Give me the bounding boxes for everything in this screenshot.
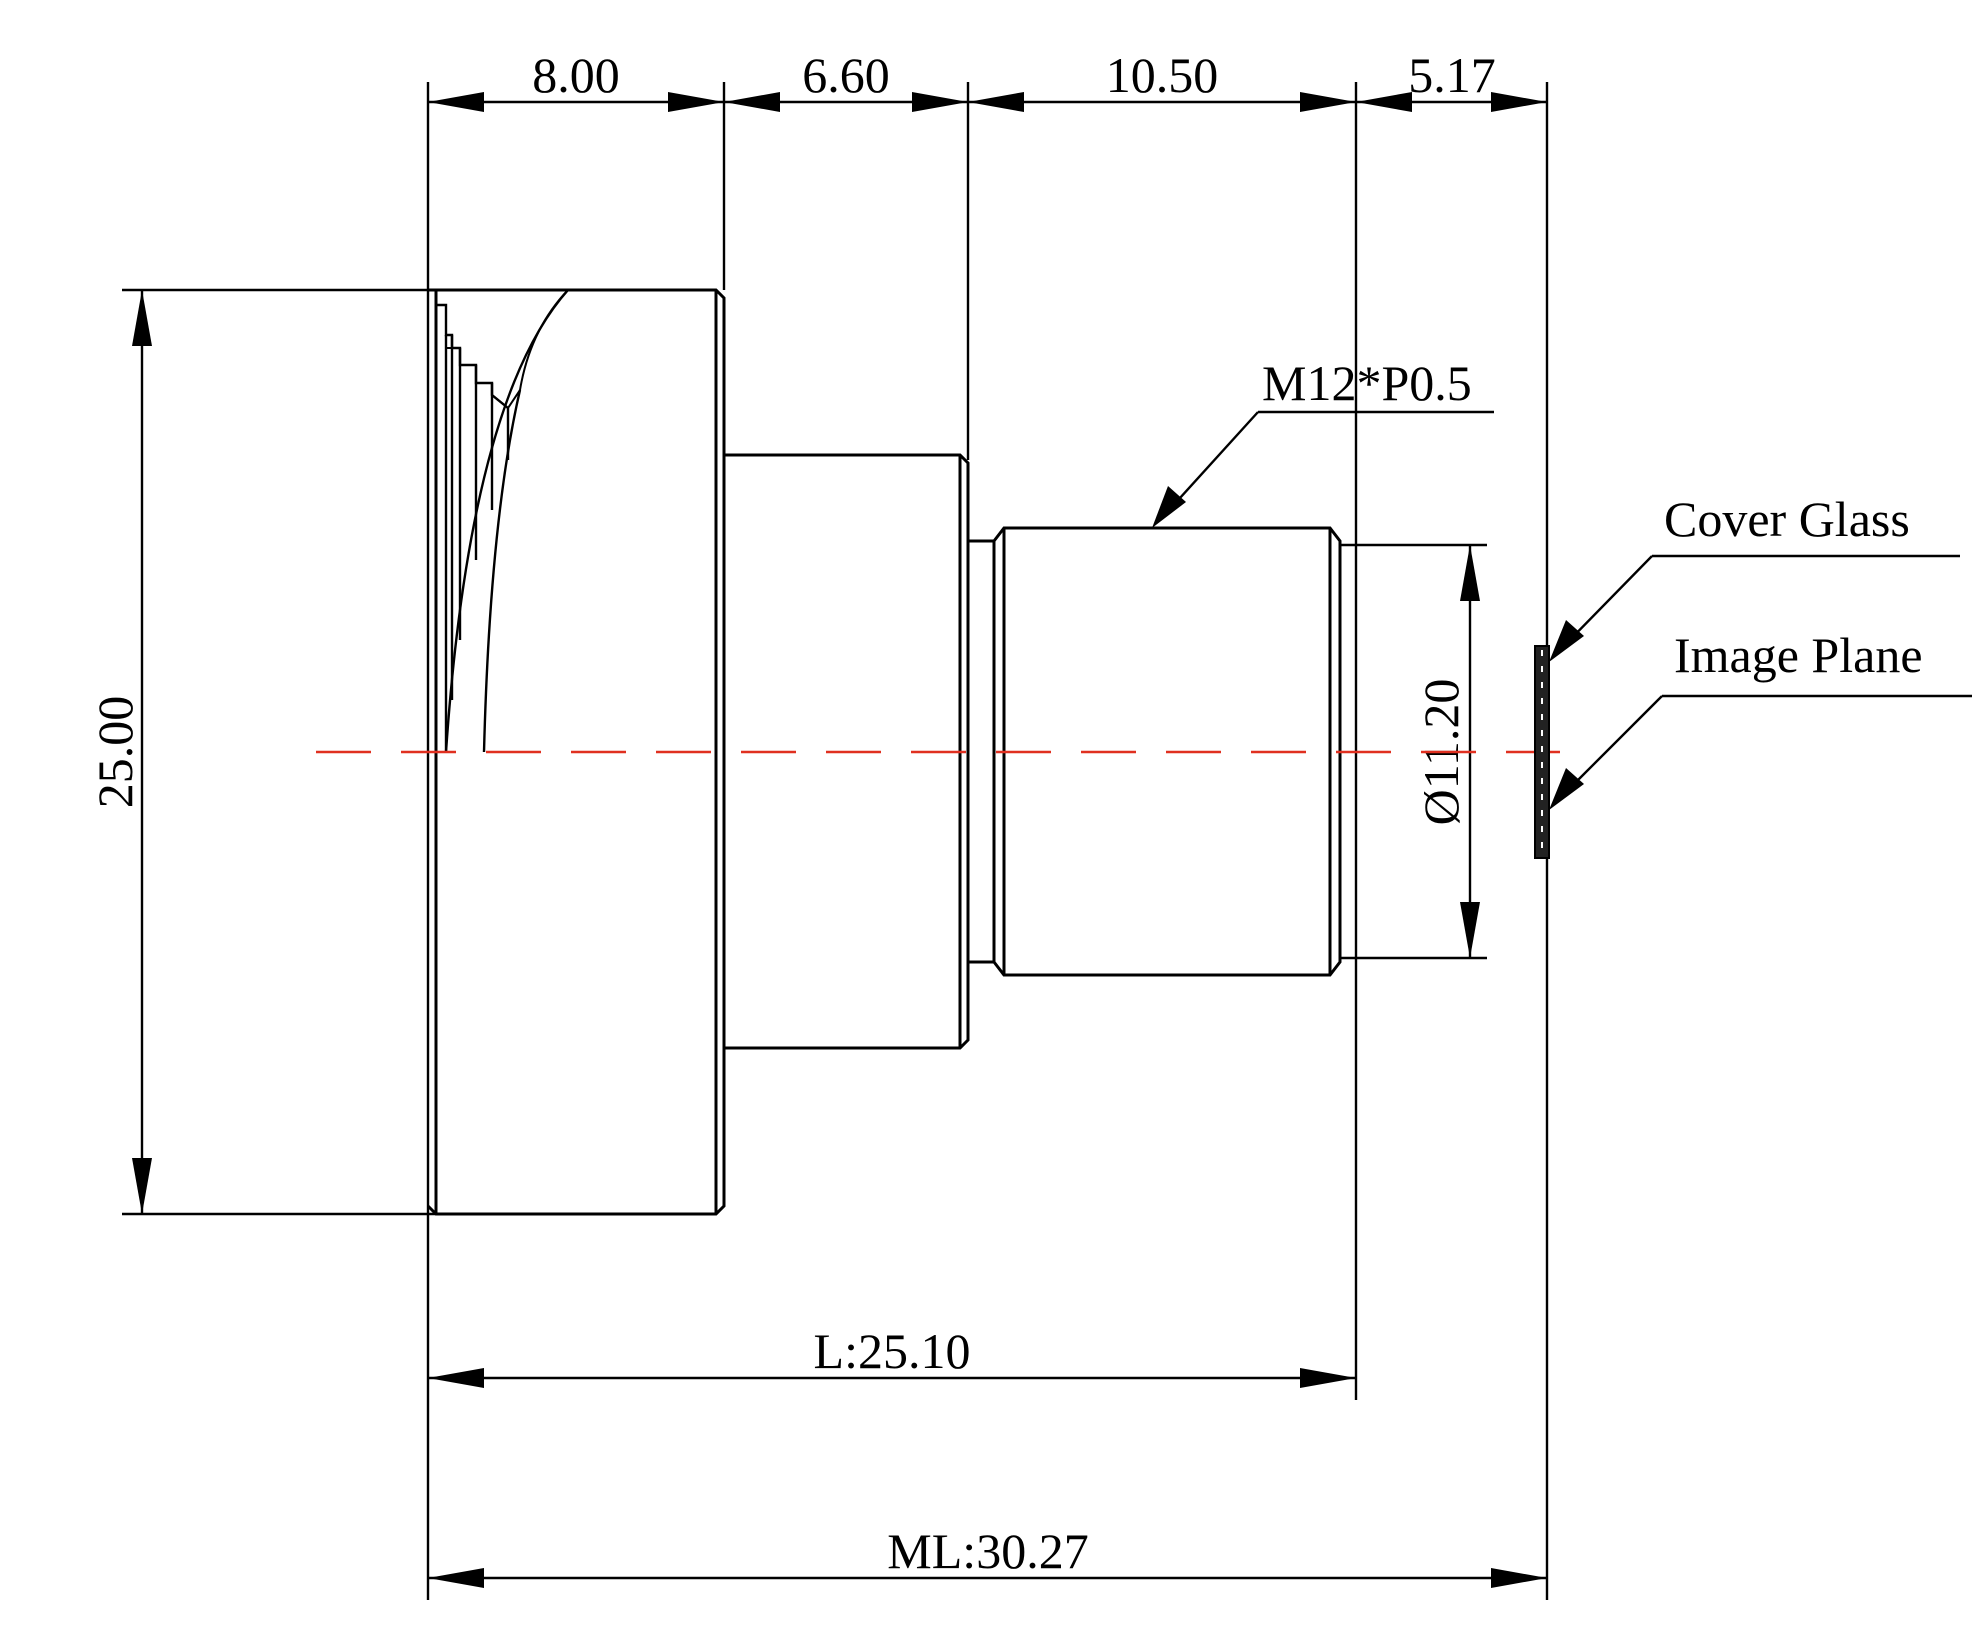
dimension-label: L:25.10 bbox=[814, 1323, 971, 1379]
dimension-5-17: 5.17 bbox=[1356, 47, 1547, 112]
dimension-label: 8.00 bbox=[532, 47, 620, 103]
dimension-6-60: 6.60 bbox=[724, 47, 968, 112]
dimension-label: ML:30.27 bbox=[887, 1523, 1088, 1579]
dimension-mechanical-length: ML:30.27 bbox=[428, 1523, 1547, 1588]
image-plane-label: Image Plane bbox=[1674, 627, 1923, 683]
dimension-lens-length: L:25.10 bbox=[428, 1323, 1356, 1388]
dimension-label: 5.17 bbox=[1408, 47, 1496, 103]
dimension-8-00: 8.00 bbox=[428, 47, 724, 112]
dimension-25-00: 25.00 bbox=[87, 290, 152, 1214]
cover-glass-callout: Cover Glass bbox=[1549, 491, 1960, 662]
lens-body bbox=[426, 288, 1342, 1216]
dimension-label: 6.60 bbox=[802, 47, 890, 103]
thread-callout: M12*P0.5 bbox=[1152, 355, 1494, 528]
cover-glass bbox=[1534, 645, 1550, 859]
lens-element-section bbox=[435, 289, 571, 753]
dimension-10-50: 10.50 bbox=[968, 47, 1356, 112]
dimension-label: 25.00 bbox=[87, 696, 143, 809]
thread-label: M12*P0.5 bbox=[1262, 355, 1472, 411]
image-plane-callout: Image Plane bbox=[1549, 627, 1972, 810]
dimension-label: 10.50 bbox=[1106, 47, 1219, 103]
cover-glass-label: Cover Glass bbox=[1664, 491, 1910, 547]
